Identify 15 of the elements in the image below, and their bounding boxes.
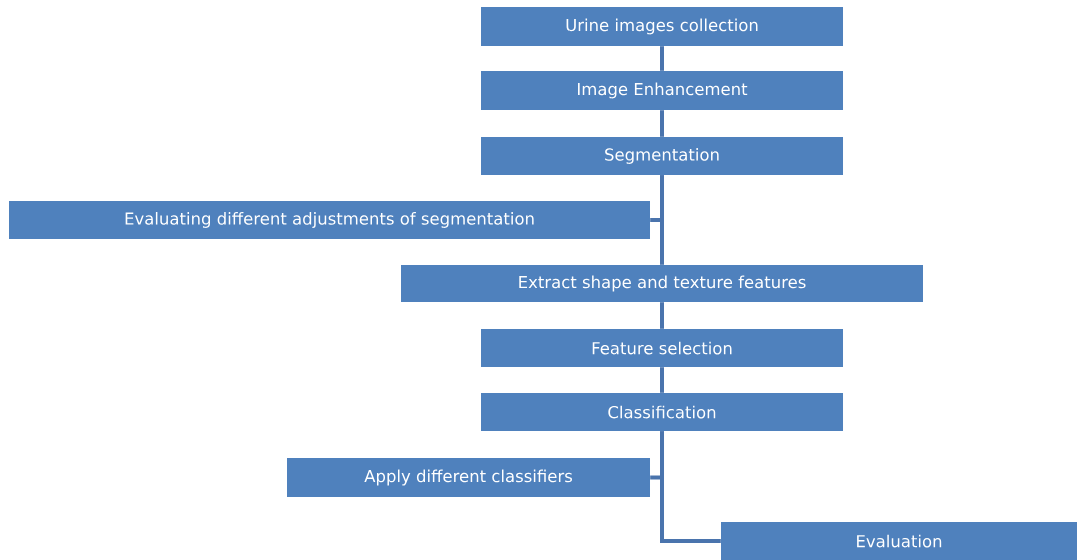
connector-line <box>660 46 664 71</box>
process-box: Apply different classifiers <box>287 458 650 497</box>
process-box: Urine images collection <box>481 7 843 46</box>
process-box: Extract shape and texture features <box>401 265 923 302</box>
process-box: Segmentation <box>481 137 843 175</box>
process-box: Evaluating different adjustments of segmentation <box>9 201 650 239</box>
connector-line <box>660 175 664 265</box>
process-box: Evaluation <box>721 522 1077 560</box>
connector-line <box>660 367 664 393</box>
process-box: Feature selection <box>481 329 843 367</box>
process-box: Image Enhancement <box>481 71 843 110</box>
connector-line <box>660 302 664 329</box>
process-box: Classification <box>481 393 843 431</box>
connector-line <box>660 431 721 543</box>
connector-line <box>660 110 664 137</box>
